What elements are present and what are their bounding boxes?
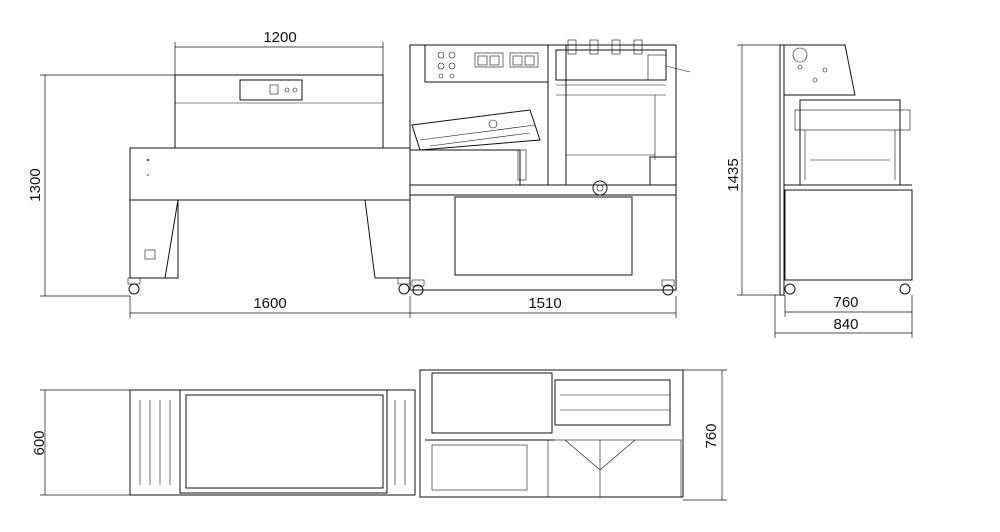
dim-sealer-length: 1510 — [528, 295, 561, 312]
sealer-control-panel — [424, 44, 549, 83]
dim-side-inner-width: 760 — [833, 294, 858, 311]
dimension-lines — [40, 42, 913, 501]
dim-side-outer-width: 840 — [833, 316, 858, 333]
dim-front-height: 1300 — [27, 168, 44, 201]
dim-side-height: 1435 — [725, 158, 742, 191]
dim-top-tunnel-width: 600 — [31, 430, 48, 455]
top-view — [129, 369, 684, 498]
dim-tunnel-length: 1600 — [253, 295, 286, 312]
control-panel — [239, 79, 303, 101]
dim-front-top-width: 1200 — [263, 29, 296, 46]
sealer-front-view — [409, 39, 691, 296]
dim-top-sealer-depth: 760 — [703, 423, 720, 448]
tunnel-front-view — [127, 74, 411, 295]
sealer-side-view — [779, 44, 913, 296]
